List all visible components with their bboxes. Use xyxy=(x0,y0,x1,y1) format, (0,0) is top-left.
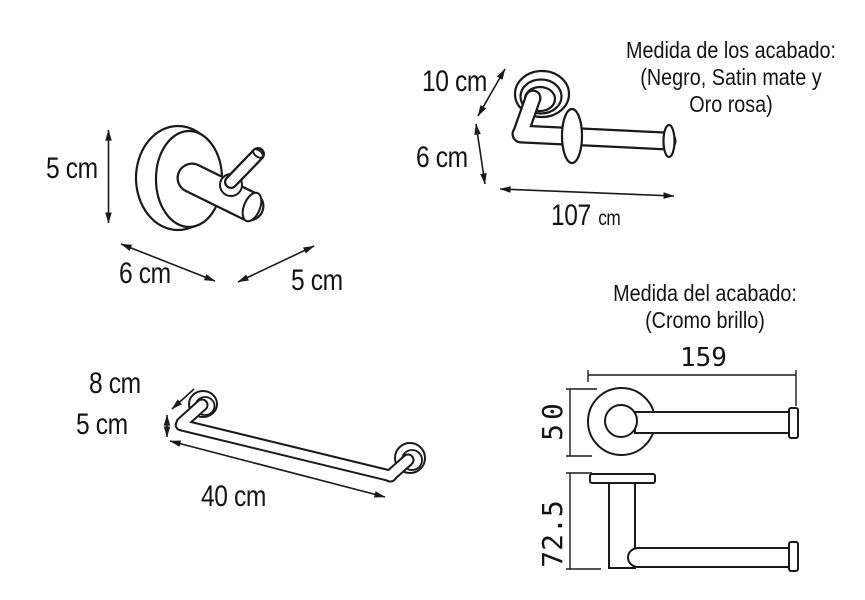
holder-length-unit: cm xyxy=(598,207,621,230)
toilet-paper-holder-drawing xyxy=(511,69,677,165)
dark-finishes-note-line2: (Negro, Satin mate y xyxy=(640,64,822,90)
chrome-side-view-drawing xyxy=(589,473,799,572)
towel-bar-drawing xyxy=(174,390,426,483)
towel-bar-depth-label: 8 cm xyxy=(89,367,141,400)
dark-finishes-note-line3: Oro rosa) xyxy=(689,91,773,117)
holder-height-label: 10 cm xyxy=(422,65,487,98)
hook-depth-label: 5 cm xyxy=(291,264,343,297)
chrome-finish-note: Medida del acabado: (Cromo brillo) xyxy=(576,280,834,334)
towel-bar-length-label: 40 cm xyxy=(201,480,266,513)
holder-length-value: 107 xyxy=(551,199,591,232)
toilet-paper-holder-dimension-arrows xyxy=(474,68,675,199)
robe-hook-dimension-arrows xyxy=(105,129,315,283)
front-width-label: 159 xyxy=(680,343,727,373)
towel-bar-dimension-arrows xyxy=(163,388,386,498)
holder-length-label: 107 cm xyxy=(551,199,621,232)
side-depth-label: 72.5 xyxy=(536,500,569,568)
chrome-front-view-dimension-lines xyxy=(566,370,797,457)
robe-hook-drawing xyxy=(134,124,265,232)
towel-bar-height-label: 5 cm xyxy=(76,408,128,441)
holder-depth-label: 6 cm xyxy=(416,141,468,174)
chrome-finish-note-line1: Medida del acabado: xyxy=(613,280,797,306)
chrome-front-view-drawing xyxy=(587,387,799,456)
hook-height-label: 5 cm xyxy=(46,152,98,185)
chrome-finish-note-line2: (Cromo brillo) xyxy=(645,307,765,333)
front-height-label: 50 xyxy=(536,399,569,441)
chrome-side-view-dimension-lines xyxy=(566,472,601,570)
dark-finishes-note: Medida de los acabado: (Negro, Satin mat… xyxy=(602,37,860,118)
dark-finishes-note-line1: Medida de los acabado: xyxy=(625,37,837,63)
hook-width-label: 6 cm xyxy=(119,257,171,290)
